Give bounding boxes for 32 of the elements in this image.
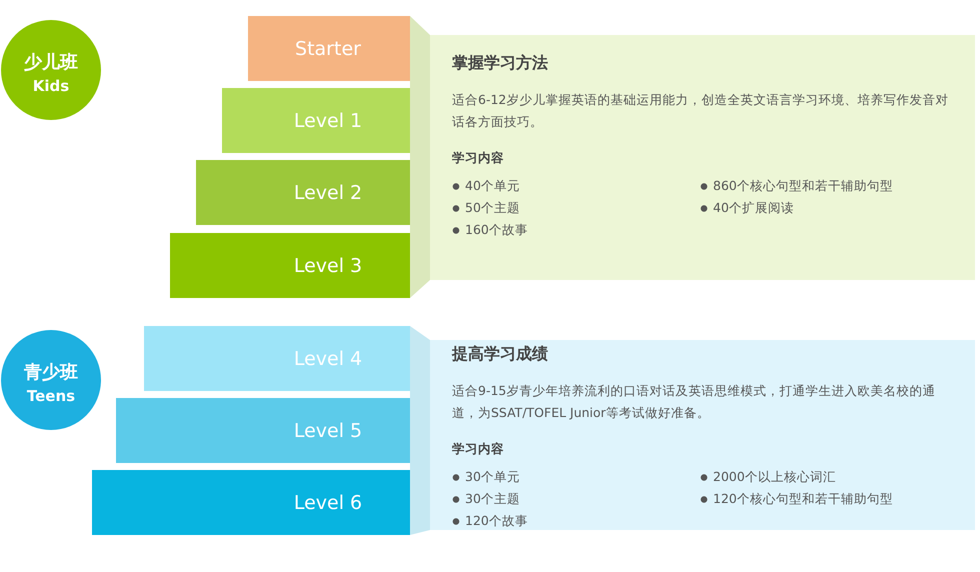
class-name: Teens [26, 387, 76, 405]
level-label: Level 4 [292, 348, 364, 370]
info-panel [430, 340, 975, 530]
class-name: 少儿班 [23, 51, 79, 74]
level-bar [92, 470, 410, 535]
level-bar [196, 160, 410, 225]
level-bar [144, 326, 410, 391]
list-item: 160个故事 [452, 222, 528, 239]
description-text: 适合6-12岁少儿掌握英语的基础运用能力，创造全英文语言学习环境、培养写作发音对话各方面技巧。 [452, 91, 950, 131]
level-label: Starter [294, 38, 362, 60]
info-panel [430, 35, 975, 280]
list-item: 120个故事 [452, 513, 528, 530]
level-label: Level 1 [292, 110, 364, 132]
list-item: 860个核心句型和若干辅助句型 [700, 178, 893, 195]
panel-heading: 提高学习成绩 [452, 344, 548, 365]
level-label: Level 2 [292, 182, 364, 204]
list-item: 2000个以上核心词汇 [700, 469, 836, 486]
level-bar [222, 88, 410, 153]
level-bar [248, 16, 410, 81]
description-text: 适合9-15岁青少年培养流利的口语对话及英语思维模式，打通学生进入欧美名校的通道，为SSAT/TOFEL Junior等考试做好准备。 [452, 382, 936, 422]
subheading: 学习内容 [452, 150, 504, 167]
level-label: Level 5 [292, 420, 364, 442]
class-name: 青少班 [23, 361, 79, 384]
panel-heading: 掌握学习方法 [452, 53, 548, 74]
level-label: Level 6 [292, 492, 364, 514]
class-name: Kids [32, 77, 70, 95]
level-bar [170, 233, 410, 298]
level-bar [116, 398, 410, 463]
list-item: 40个扩展阅读 [700, 200, 794, 217]
subheading: 学习内容 [452, 441, 504, 458]
level-label: Level 3 [292, 254, 364, 276]
list-item: 120个核心句型和若干辅助句型 [700, 491, 893, 508]
